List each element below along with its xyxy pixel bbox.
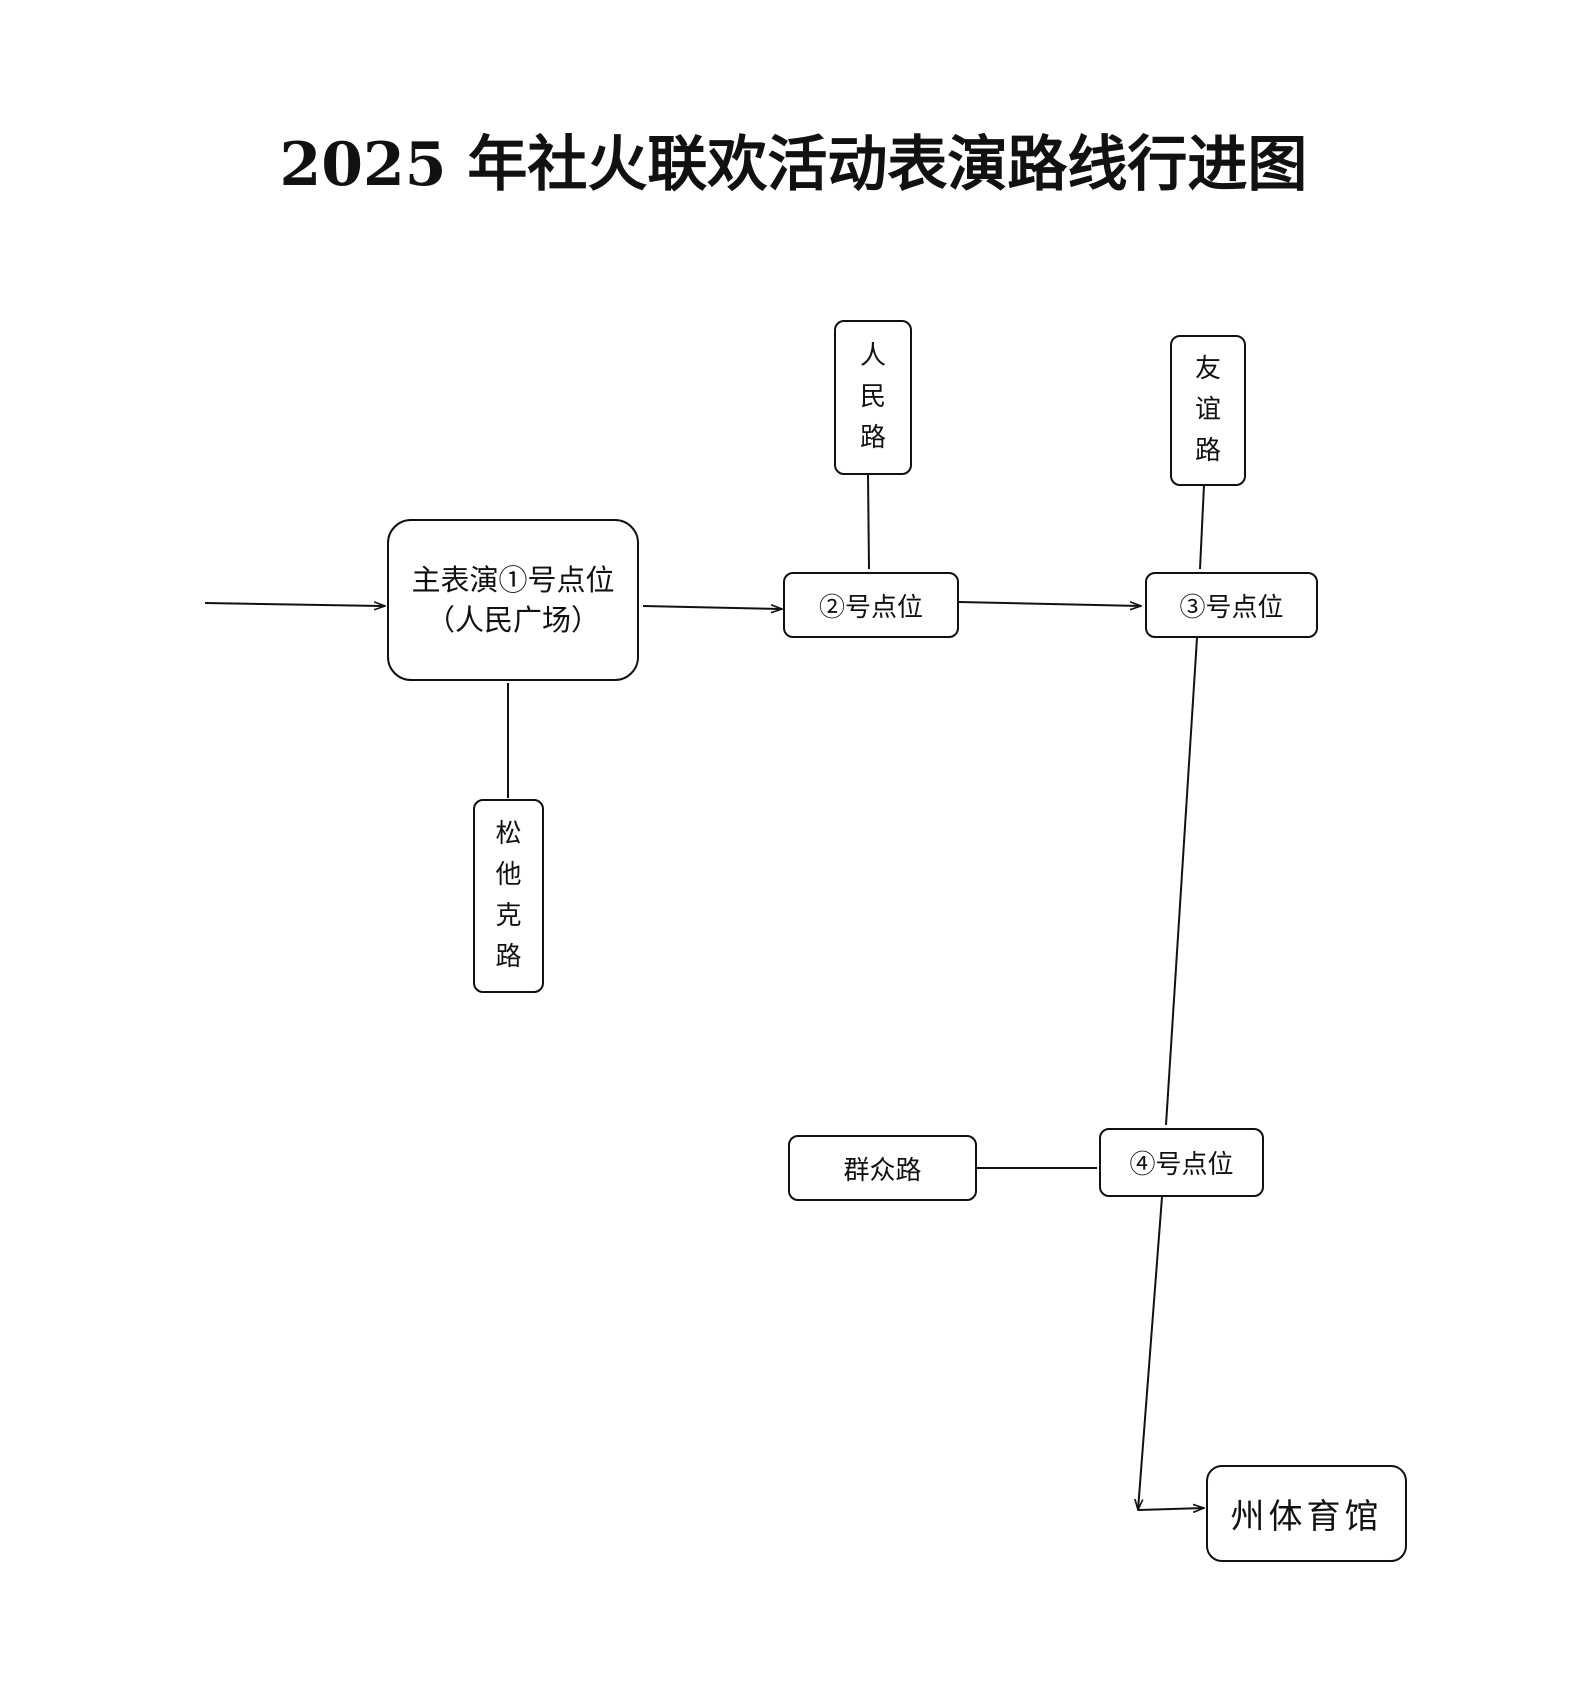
main-point-title: 主表演①号点位 [411, 563, 615, 597]
point3-to-point4-line [1165, 637, 1198, 1126]
entry-arrow [204, 603, 385, 606]
point-3-label: ③号点位 [1179, 592, 1284, 623]
point-4-box: ④号点位 [1099, 1128, 1264, 1197]
qunzhong-road-label: 群众路 [843, 1155, 922, 1186]
renmin-road-label: 人民路 [860, 341, 887, 453]
point2-to-point3-arrow [958, 601, 1141, 606]
songtake-road-box: 松他克路 [473, 799, 544, 993]
to-stadium-arrow [1137, 1508, 1204, 1510]
point4-down-arrow [1138, 1196, 1163, 1510]
main-performance-point-box: 主表演①号点位 （人民广场） [387, 519, 639, 681]
main-to-point2-arrow [642, 606, 782, 609]
youyi-road-label: 友谊路 [1195, 354, 1222, 466]
main-point-location: （人民广场） [425, 603, 600, 637]
youyi-to-point3-line [1199, 484, 1205, 570]
qunzhong-road-box: 群众路 [788, 1135, 977, 1201]
renmin-to-point2-line [867, 473, 870, 570]
point-3-box: ③号点位 [1145, 572, 1318, 638]
songtake-road-label: 松他克路 [495, 819, 522, 972]
diagram-title: 2025 年社火联欢活动表演路线行进图 [279, 130, 1308, 200]
renmin-road-box: 人民路 [834, 320, 912, 475]
point-2-label: ②号点位 [818, 592, 923, 623]
point-4-label: ④号点位 [1129, 1150, 1234, 1180]
point-2-box: ②号点位 [783, 572, 959, 638]
stadium-label: 州体育馆 [1230, 1497, 1383, 1537]
stadium-box: 州体育馆 [1206, 1465, 1407, 1562]
youyi-road-box: 友谊路 [1170, 335, 1246, 486]
